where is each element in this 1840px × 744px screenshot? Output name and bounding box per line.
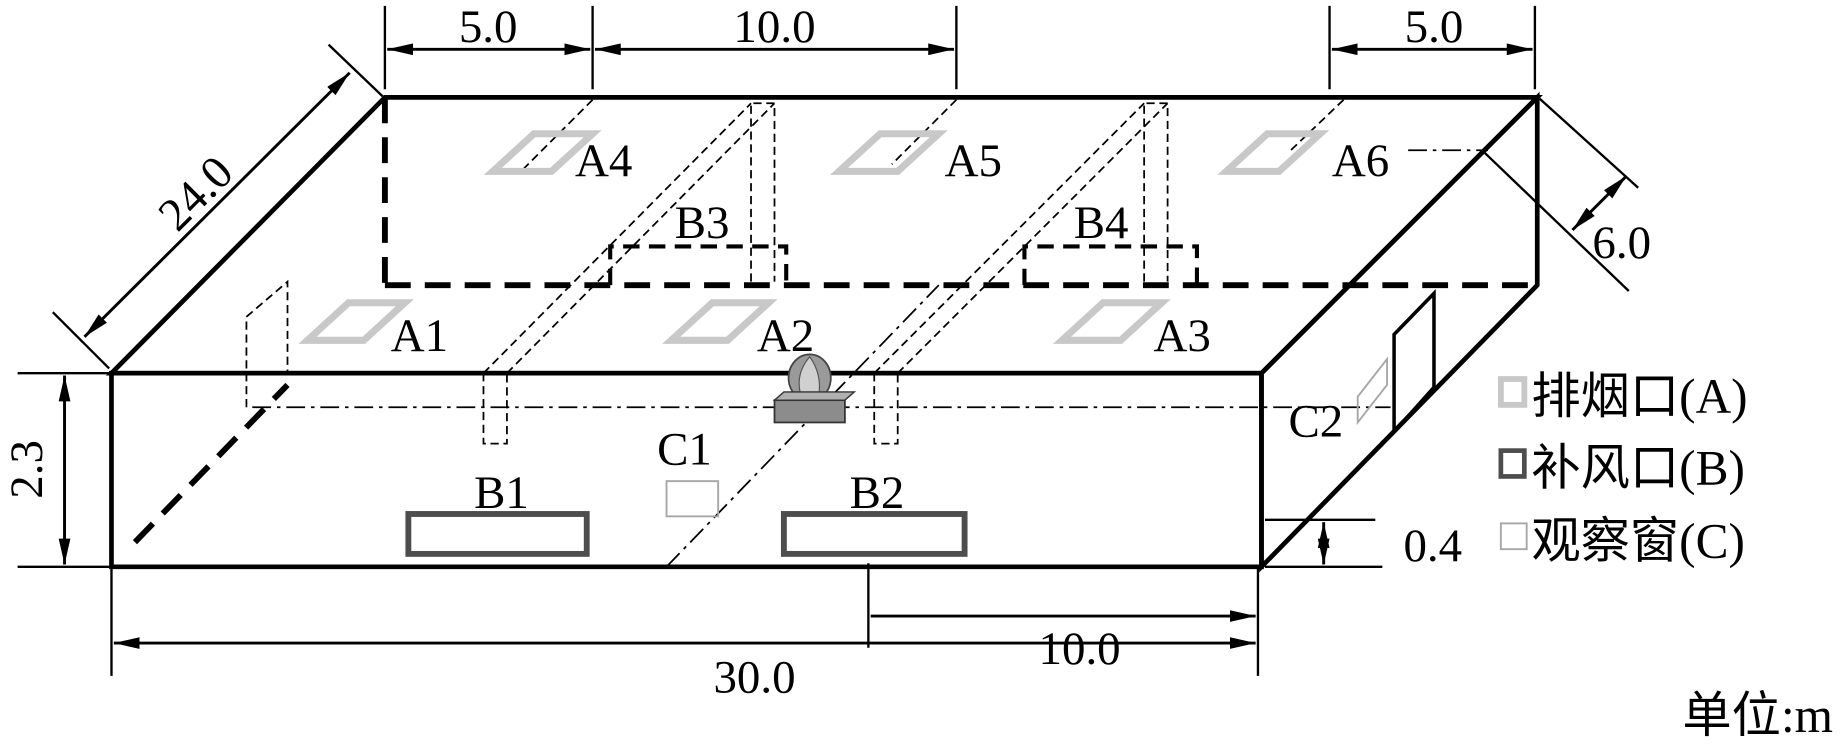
legend-exhaust-label: 排烟口(A) [1531,369,1747,424]
dimension-top-extensions [383,5,1537,90]
supply-vent-b2-shape [780,511,968,557]
dimension-top-right-label: 5.0 [1405,1,1464,53]
exhaust-vent-a6-label: A6 [1332,135,1389,187]
exhaust-vent-a2: A2 [662,299,814,362]
door-outline [1392,289,1436,437]
center-axis-line [665,284,940,568]
supply-vent-b4-label: B4 [1074,197,1129,249]
legend: 排烟口(A) 补风口(B) 观察窗(C) [1497,369,1748,568]
supply-vent-b3-shape [608,244,789,286]
exhaust-vent-a5: A5 [829,130,1002,187]
exhaust-vent-a2-label: A2 [757,310,814,362]
legend-item-supply: 补风口(B) [1498,441,1745,496]
dimension-right-offset: 6.0 [1483,97,1651,292]
dimension-total-length-label: 30.0 [713,651,795,703]
supply-vent-b1-label: B1 [474,467,529,519]
dimension-depth-label: 24.0 [149,146,244,241]
exhaust-vent-a1-label: A1 [391,310,448,362]
hidden-floor-left-edge [132,382,290,545]
legend-window-swatch [1499,522,1528,551]
observation-window-c1-shape [665,480,720,518]
supply-vent-b4-shape [1022,244,1199,286]
unit-label: 单位:m [1682,688,1833,743]
dimension-vent-height: 0.4 [1265,518,1462,572]
exhaust-vent-a2-shape [662,299,778,344]
box-right-face [1259,91,1540,573]
observation-window-c2: C2 [1288,356,1388,448]
exhaust-vent-a5-shape [829,130,948,175]
supply-vent-b3-label: B3 [675,197,730,249]
legend-item-exhaust: 排烟口(A) [1497,369,1748,424]
supply-vent-b3: B3 [608,197,789,286]
exhaust-vent-a5-label: A5 [945,135,1002,187]
dimension-top-middle: 10.0 [594,1,955,56]
exhaust-vent-a4-shape [483,130,602,175]
dimension-top-middle-label: 10.0 [733,1,815,53]
dimension-top-left: 5.0 [387,1,591,56]
legend-exhaust-swatch [1497,376,1528,408]
dimension-vent-height-label: 0.4 [1403,520,1462,572]
exhaust-vent-a3-label: A3 [1154,310,1211,362]
exhaust-vent-a6-shape [1217,130,1330,175]
dimension-bottom-partial-label: 10.0 [1039,623,1121,675]
supply-vent-b4: B4 [1022,197,1199,286]
fire-source-base-top [772,391,857,401]
exhaust-vent-a1: A1 [298,299,448,362]
box-top-face [105,95,1543,376]
observation-window-c1: C1 [657,424,720,518]
legend-window-label: 观察窗(C) [1531,513,1744,568]
supply-vent-b1-shape [405,511,590,557]
supply-vent-b2: B2 [780,467,968,557]
dimension-right-offset-label: 6.0 [1592,217,1651,269]
dimension-height: 2.3 [1,372,112,568]
legend-item-window: 观察窗(C) [1499,513,1745,568]
exhaust-vent-a4-label: A4 [575,135,632,187]
exhaust-vent-a3-shape [1052,299,1171,344]
supply-vent-b2-label: B2 [850,467,905,519]
supply-vent-b1: B1 [405,467,590,557]
fire-source [772,353,857,424]
legend-supply-swatch [1498,448,1527,479]
exhaust-vent-a4: A4 [483,130,632,187]
legend-supply-label: 补风口(B) [1531,441,1744,496]
observation-window-c2-label: C2 [1288,396,1343,448]
observation-window-c1-label: C1 [657,424,712,476]
observation-window-c2-shape [1356,356,1388,426]
dimension-total-length: 30.0 [110,566,1260,703]
fire-source-base [773,399,846,424]
flame-icon [798,355,821,394]
room-box [105,91,1543,573]
exhaust-vent-a3: A3 [1052,299,1211,362]
dimension-top-right: 5.0 [1331,1,1533,56]
dimension-top-left-label: 5.0 [459,1,518,53]
middle-pillar-left [482,99,776,445]
dimension-bottom-partial: 10.0 [867,563,1256,675]
exhaust-vent-a6: A6 [1217,130,1389,187]
dimension-height-label: 2.3 [1,440,53,499]
